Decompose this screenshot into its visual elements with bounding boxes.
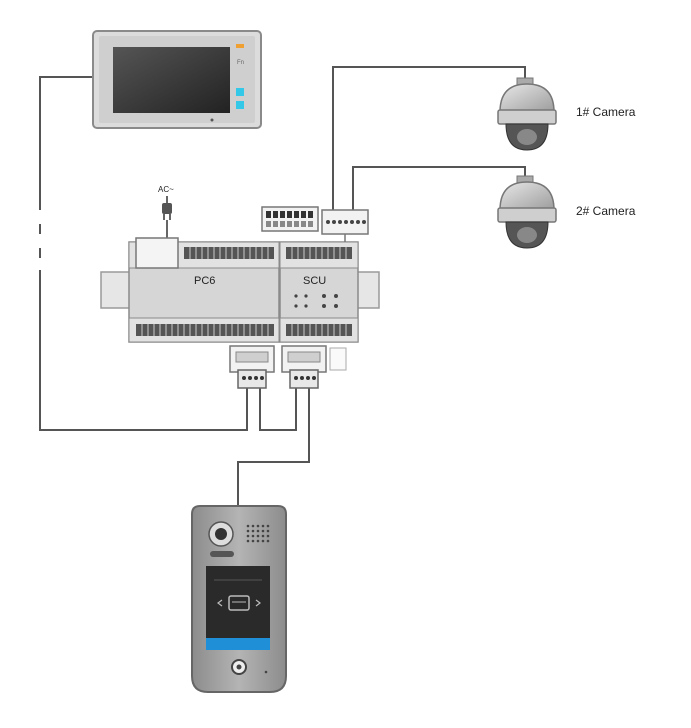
wire-pc6-scu [259, 388, 297, 431]
camera-1-label: 1# Camera [576, 105, 636, 119]
pc6-bottom-connector [229, 345, 275, 389]
dip-switch-block [261, 206, 319, 232]
wires [39, 66, 526, 506]
scu-bottom-vents [286, 324, 352, 336]
scu-top-vents [286, 247, 352, 259]
wire-monitor-pc6 [39, 76, 95, 200]
svg-text:Fn: Fn [237, 60, 244, 66]
wire-scu-door-station [237, 388, 310, 506]
scu-label: SCU [303, 275, 326, 287]
door-name-plate [210, 551, 234, 557]
ptz-dome-camera-icon [497, 175, 557, 249]
scu-side-bracket [329, 347, 347, 371]
wire-scu-camera-2 [352, 166, 526, 220]
wire-scu-camera-1 [332, 66, 526, 220]
scu-unit: SCU [279, 241, 359, 343]
scu-bottom-connector [281, 345, 327, 389]
ac-plug-icon: AC~ [158, 185, 174, 238]
door-blue-strip [206, 638, 270, 650]
card-reader-icon [228, 595, 250, 611]
indoor-monitor-icon: Fn [92, 30, 262, 129]
din-rail [100, 271, 380, 309]
monitor-button-2 [236, 101, 244, 109]
door-speaker-grille [246, 524, 270, 543]
pc6-ac-terminal [135, 237, 179, 269]
monitor-screen [113, 47, 230, 113]
outdoor-door-station-icon [191, 505, 287, 693]
camera-terminal-block [321, 209, 369, 242]
pc6-top-vents [184, 247, 274, 259]
ptz-dome-camera-icon [497, 77, 557, 151]
wire-monitor-pc6-lower [39, 270, 248, 431]
monitor-button-1 [236, 88, 244, 96]
scu-indicator-leds [294, 294, 338, 308]
pc6-power-supply: PC6 [128, 237, 280, 343]
pc6-bottom-vents [136, 324, 274, 336]
camera-2-label: 2# Camera [576, 204, 636, 218]
power-label: AC~ [158, 185, 174, 194]
pc6-label: PC6 [194, 275, 215, 287]
monitor-led [236, 44, 244, 48]
